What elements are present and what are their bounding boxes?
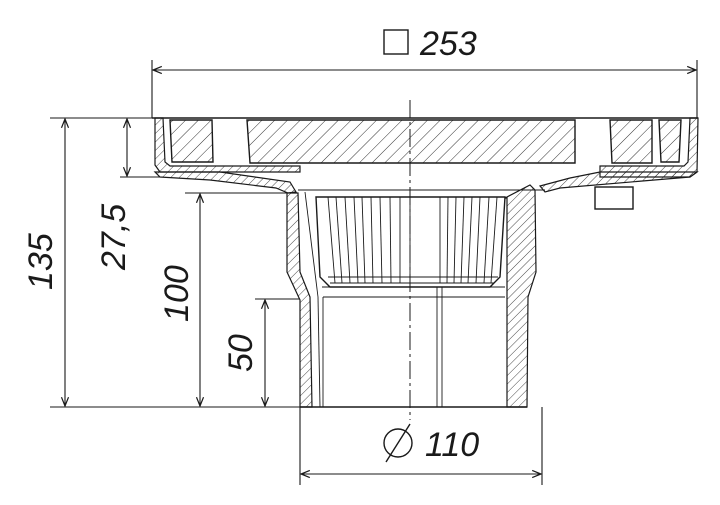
dim-label-body-height: 100 <box>158 265 196 322</box>
dim-label-flange-height: 27,5 <box>95 204 133 271</box>
dimension-socket-depth: 50 <box>222 298 300 406</box>
dimension-total-height: 135 <box>22 117 300 408</box>
diameter-symbol <box>383 423 413 463</box>
frame <box>152 117 699 194</box>
square-symbol <box>383 29 409 55</box>
dim-label-total-height: 135 <box>22 233 60 290</box>
dim-label-top-width: 253 <box>419 25 477 63</box>
dimension-body-height: 100 <box>158 192 288 406</box>
dim-label-pipe-diameter: 110 <box>425 426 479 464</box>
dimension-flange-height: 27,5 <box>95 119 160 271</box>
dimension-pipe-diameter: 110 <box>299 407 543 485</box>
dim-label-socket-depth: 50 <box>222 334 260 372</box>
drain-body <box>286 184 634 408</box>
grate <box>169 119 682 164</box>
dimension-top-width: 253 <box>151 25 698 118</box>
